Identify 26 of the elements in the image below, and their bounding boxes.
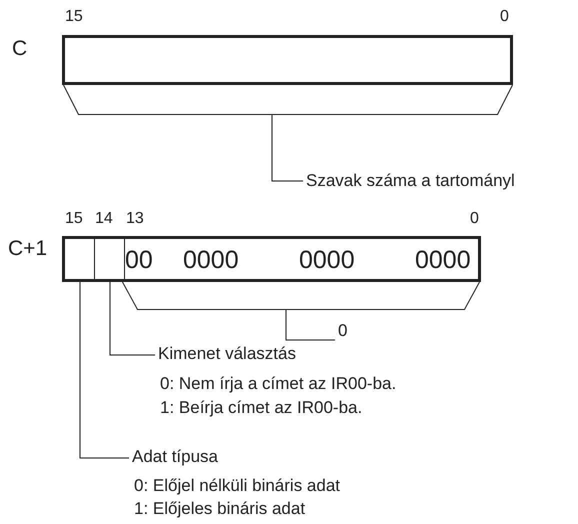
value-note: 1: Előjeles bináris adat [134, 499, 306, 519]
field-title: Kimenet választás [158, 344, 296, 364]
leader-line [286, 310, 336, 340]
bit-number: 0 [470, 210, 479, 228]
value-note: 1: Beírja címet az IR00-ba. [160, 398, 362, 418]
register-label: C [12, 36, 28, 62]
bracket [63, 85, 513, 115]
value-note: 0: Előjel nélküli bináris adat [134, 476, 340, 496]
bracket [122, 282, 480, 310]
bit-number: 14 [95, 210, 113, 228]
leader-text: 0 [338, 321, 348, 341]
leader-text: Szavak száma a tartományl [306, 171, 515, 191]
bit-number: 13 [126, 210, 144, 228]
register-label: C+1 [8, 236, 48, 262]
value-note: 0: Nem írja a címet az IR00-ba. [160, 374, 396, 394]
bit-digits: 0000 [183, 246, 239, 274]
bit-digits: 0000 [415, 246, 471, 274]
register-box [62, 236, 481, 282]
bit-digits: 00 [125, 246, 153, 274]
field-title: Adat típusa [132, 447, 218, 467]
register-box [62, 35, 513, 85]
leader-line [272, 114, 304, 182]
bit-digits: 0000 [299, 246, 355, 274]
bit-number: 15 [65, 8, 83, 26]
bit-number: 15 [65, 210, 83, 228]
bit-number: 0 [500, 8, 509, 26]
